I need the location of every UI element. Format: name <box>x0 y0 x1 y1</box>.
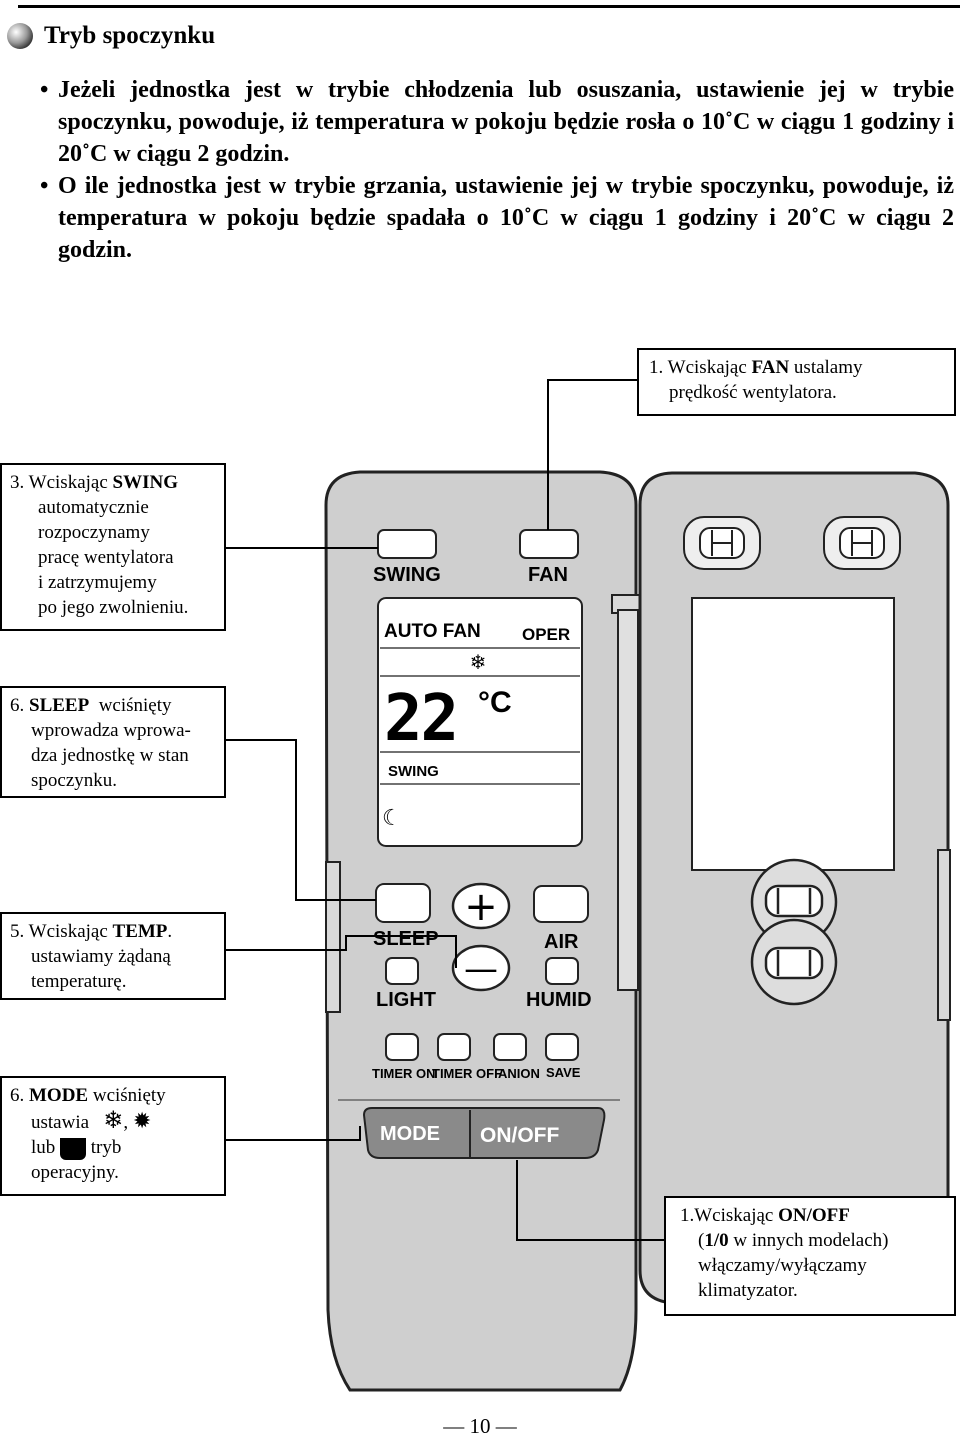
bullet: • <box>40 173 49 199</box>
temp-plus-button <box>451 882 511 930</box>
timer-on-label: TIMER ON <box>372 1066 436 1081</box>
sleep-moon-icon: ☾ <box>382 805 402 830</box>
snowflake-icon: ❄ <box>470 652 487 674</box>
leader-lines <box>226 379 664 1241</box>
light-button <box>385 957 419 985</box>
air-label: AIR <box>544 931 579 953</box>
hinge-rail <box>617 609 639 991</box>
callout-sleep: 6. SLEEP wciśnięty wprowadza wprowa- dza… <box>0 686 226 798</box>
fan-button <box>519 529 579 559</box>
section-heading: Tryb spoczynku <box>6 22 215 50</box>
cover-window <box>691 597 895 871</box>
temp-minus-button <box>451 944 511 992</box>
bullet: • <box>40 77 49 103</box>
callout-fan: 1. Wciskając FAN ustalamy prędkość wenty… <box>637 348 956 416</box>
section-title: Tryb spoczynku <box>44 22 216 49</box>
sphere-bullet-icon <box>7 23 33 49</box>
light-label: LIGHT <box>376 989 436 1011</box>
lcd-auto-fan: AUTO FAN <box>384 621 481 642</box>
sun-icon: ✹ <box>132 1108 152 1133</box>
fan-label: FAN <box>528 564 568 586</box>
paragraph-heating: • O ile jednostka jest w trybie grzania,… <box>40 170 954 266</box>
page-number: — 10 — <box>443 1414 517 1438</box>
timer-off-button <box>437 1033 471 1061</box>
timer-off-label: TIMER OFF <box>432 1066 502 1081</box>
anion-label: ANION <box>498 1066 540 1081</box>
humid-button <box>545 957 579 985</box>
plus-icon: + <box>464 884 498 930</box>
lcd-unit: °C <box>478 686 512 719</box>
lcd-swing: SWING <box>388 763 439 780</box>
dehumidify-icon <box>60 1137 87 1160</box>
save-button <box>545 1033 579 1061</box>
lcd-temperature: 22 <box>384 682 457 756</box>
swing-label: SWING <box>373 564 441 586</box>
sleep-button <box>375 883 431 923</box>
mode-label: MODE <box>380 1123 440 1145</box>
sleep-label: SLEEP <box>373 928 439 950</box>
snowflake-icon: ❄ <box>103 1108 124 1134</box>
paragraph-cooling-text: Jeżeli jednostka jest w trybie chłodzeni… <box>58 77 954 167</box>
callout-swing: 3. Wciskając SWING automatycznie rozpocz… <box>0 463 226 631</box>
callout-mode: 6. MODE wciśnięty ustawia ❄, ✹ lub tryb … <box>0 1076 226 1196</box>
cover-knobs <box>750 858 838 1006</box>
anion-button <box>493 1033 527 1061</box>
save-label: SAVE <box>546 1065 581 1080</box>
air-button <box>533 885 589 923</box>
top-rule <box>18 5 960 8</box>
onoff-label: ON/OFF <box>480 1124 559 1147</box>
minus-icon: — <box>464 949 498 989</box>
paragraph-heating-text: O ile jednostka jest w trybie grzania, u… <box>58 173 954 263</box>
callout-onoff: 1.Wciskając ON/OFF (1/0 w innych modelac… <box>664 1196 956 1316</box>
cover-clip-left <box>683 516 761 570</box>
cover-clip-right <box>823 516 901 570</box>
timer-on-button <box>385 1033 419 1061</box>
callout-temp: 5. Wciskając TEMP. ustawiamy żądaną temp… <box>0 912 226 1000</box>
side-rail <box>325 861 341 1013</box>
paragraph-cooling: • Jeżeli jednostka jest w trybie chłodze… <box>40 74 954 170</box>
swing-button <box>377 529 437 559</box>
lcd-oper: OPER <box>522 625 570 644</box>
humid-label: HUMID <box>526 989 592 1011</box>
